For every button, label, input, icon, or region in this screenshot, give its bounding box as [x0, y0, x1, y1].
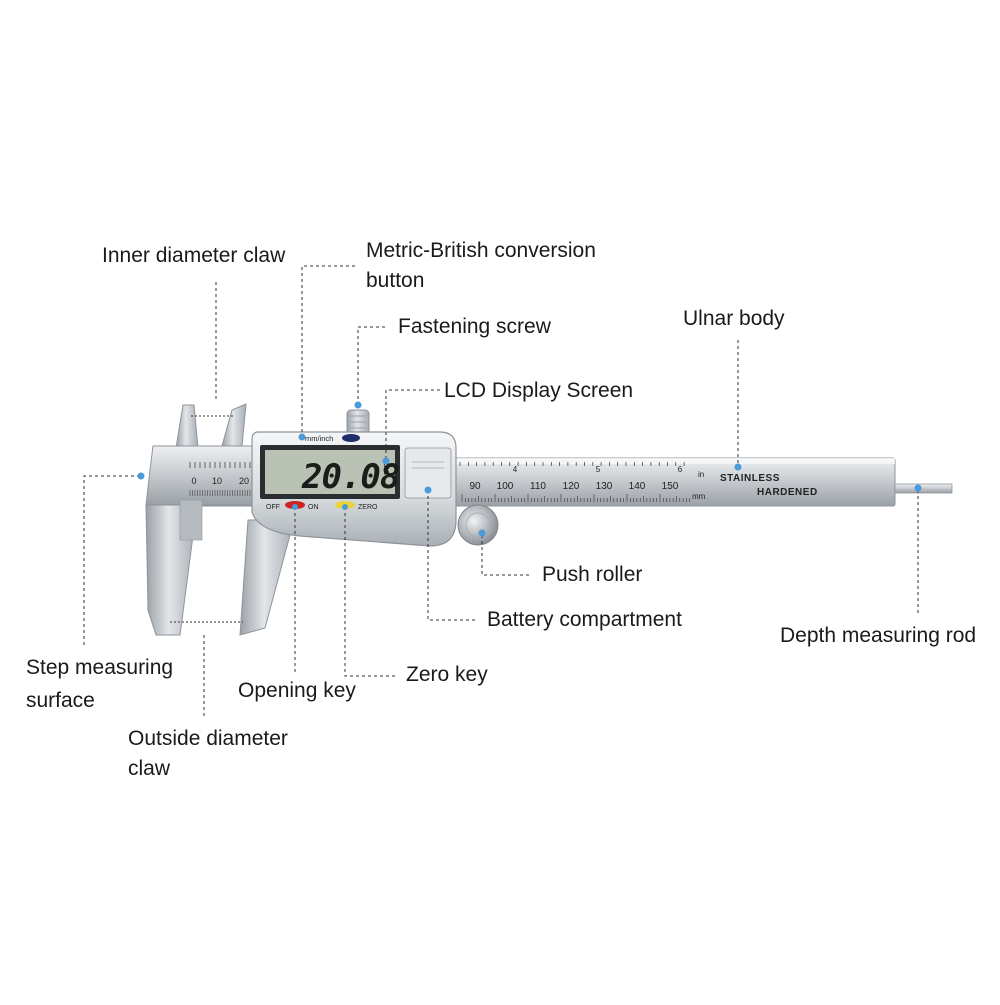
marker-metric-button — [298, 433, 306, 441]
inch-scale-label-6: 6 — [678, 465, 683, 474]
main-scale-label-100: 100 — [497, 481, 514, 492]
marker-battery — [424, 486, 432, 494]
lcd-display-screen: 20.08 mm — [260, 445, 400, 499]
marker-lcd — [382, 457, 390, 465]
label-step-line-1: Step measuring — [26, 656, 174, 679]
mm-unit-label: mm — [692, 492, 706, 501]
main-scale-label-110: 110 — [530, 481, 546, 492]
inch-scale-label-4: 4 — [513, 465, 518, 474]
jaw-scale-label-0: 0 — [191, 476, 196, 486]
jaw-scale-ticks — [189, 462, 251, 496]
marker-opening-key — [292, 504, 298, 510]
label-push-roller: Push roller — [542, 563, 643, 586]
main-scale-label-150: 150 — [662, 481, 679, 492]
brand-line-1: STAINLESS — [720, 473, 780, 484]
label-battery-compartment: Battery compartment — [487, 608, 682, 631]
leader-lines — [83, 265, 919, 718]
brand-line-2: HARDENED — [757, 487, 818, 498]
leader-metric-button — [301, 265, 355, 437]
leader-zero-key — [344, 507, 396, 677]
main-scale-label-120: 120 — [563, 481, 580, 492]
leader-push-roller — [481, 535, 532, 576]
label-depth-measuring-rod: Depth measuring rod — [780, 624, 977, 647]
leader-step — [83, 475, 140, 648]
label-step-measuring-surface: Step measuring surface — [26, 653, 173, 716]
leader-screw — [357, 326, 385, 406]
jaw-scale-label-10: 10 — [212, 476, 222, 486]
zero-label: ZERO — [358, 504, 378, 511]
fixed-jaw: 0 10 20 — [145, 404, 257, 636]
label-step-line-2: surface — [26, 689, 95, 712]
lcd-unit: mm — [381, 460, 391, 475]
push-roller[interactable] — [457, 504, 499, 546]
label-metric-british-conversion-button: Metric-British conversion button — [366, 236, 596, 296]
depth-measuring-rod — [894, 483, 953, 494]
on-label: ON — [308, 504, 319, 511]
leader-battery — [427, 490, 478, 621]
main-scale-label-140: 140 — [629, 481, 646, 492]
label-zero-key: Zero key — [406, 663, 488, 686]
label-outside-line-2: claw — [128, 757, 171, 780]
leader-lcd — [385, 389, 440, 460]
marker-zero-key — [342, 504, 348, 510]
inch-scale-label-5: 5 — [596, 465, 601, 474]
inch-unit-label: in — [698, 470, 704, 479]
label-lcd-display-screen: LCD Display Screen — [444, 379, 634, 402]
label-inner-diameter-claw: Inner diameter claw — [102, 244, 286, 267]
label-metric-line-2: button — [366, 269, 425, 292]
label-opening-key: Opening key — [238, 679, 356, 702]
metric-british-conversion-button[interactable] — [342, 434, 360, 442]
label-fastening-screw: Fastening screw — [398, 315, 551, 338]
label-outside-diameter-claw: Outside diameter claw — [128, 724, 288, 784]
label-ulnar-body: Ulnar body — [683, 307, 785, 330]
label-outside-line-1: Outside diameter — [128, 727, 288, 750]
marker-push-roller — [478, 529, 486, 537]
fastening-screw — [346, 409, 370, 437]
marker-screw — [354, 401, 362, 409]
main-scale-ticks — [459, 462, 691, 502]
marker-ulnar — [734, 463, 742, 471]
mode-label: mm/inch — [305, 434, 333, 443]
label-metric-line-1: Metric-British conversion — [366, 239, 596, 262]
marker-depth-rod — [914, 484, 922, 492]
marker-step — [137, 472, 145, 480]
main-scale-label-90: 90 — [469, 481, 481, 492]
marker-dots — [137, 401, 922, 537]
jaw-scale-label-20: 20 — [239, 476, 249, 486]
main-scale-label-130: 130 — [596, 481, 613, 492]
off-label: OFF — [266, 504, 280, 511]
